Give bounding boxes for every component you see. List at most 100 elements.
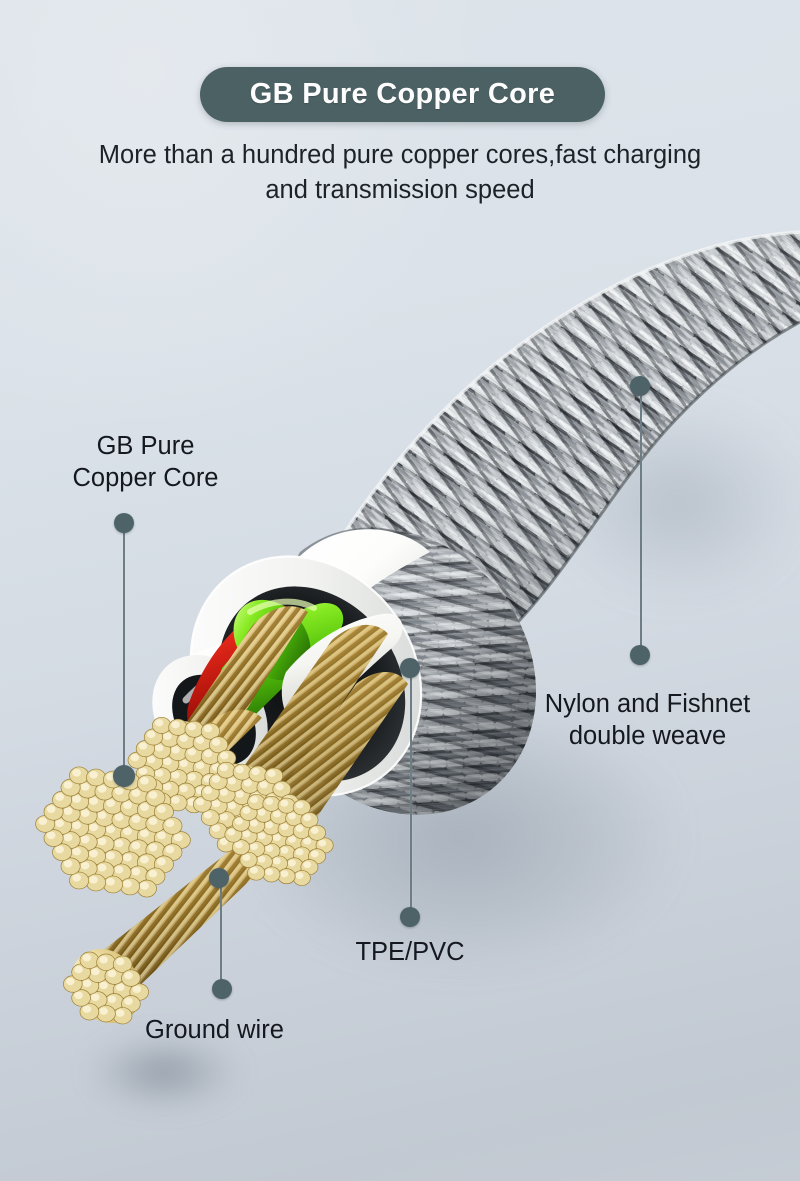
copper-strand-highlight [171,721,180,729]
copper-strand-highlight [97,785,107,793]
copper-strand-highlight [211,738,221,746]
copper-strand-highlight [251,767,260,776]
callout-label-ground-wire: Ground wire [145,1016,284,1044]
copper-strand-highlight [63,781,73,789]
callout-label-tpe-pvc: TPE/PVC [355,938,465,966]
copper-strand-highlight [139,776,149,785]
copper-strand-highlight [187,748,196,756]
copper-strand-highlight [124,971,133,980]
copper-strand-highlight [219,788,228,796]
copper-strand-highlight [173,833,183,842]
copper-strand-highlight [272,810,281,818]
copper-strand-highlight [97,811,107,820]
copper-strand-highlight [318,839,327,847]
copper-strand-highlight [288,812,296,820]
copper-strand-highlight [123,801,132,809]
copper-strand-highlight [106,825,115,834]
copper-strand-highlight [55,793,65,801]
copper-strand-highlight [280,846,289,854]
copper-strand-highlight [114,787,124,795]
copper-strand-highlight [163,757,172,766]
copper-strand-highlight [139,803,149,811]
copper-strand-highlight [72,821,82,830]
copper-strand-highlight [250,843,258,851]
copper-strand-highlight [242,830,251,838]
copper-strand-highlight [72,873,82,882]
copper-strand-highlight [99,955,108,964]
copper-strand-highlight [131,867,141,876]
copper-strand-highlight [219,838,228,846]
copper-strand-highlight [154,769,164,777]
copper-strand-highlight [257,855,266,863]
copper-strand-highlight [234,841,243,849]
copper-strand-highlight [99,981,108,990]
copper-strand-highlight [107,995,117,1003]
copper-strand-highlight [138,767,148,775]
copper-strand-highlight [72,847,82,856]
copper-strand-highlight [234,817,243,825]
copper-strand-highlight [187,723,196,731]
copper-strand-highlight [203,724,213,733]
copper-strand-highlight [257,832,266,840]
callout-dot-label-ground-wire [212,979,232,999]
copper-strand-highlight [303,837,312,845]
copper-strand-highlight [235,766,244,774]
copper-strand-highlight [106,799,115,807]
copper-strand-highlight [115,957,125,966]
copper-strand-highlight [250,866,258,874]
copper-strand-highlight [55,845,65,854]
copper-strand-highlight [179,784,188,793]
copper-strand-highlight [250,819,258,827]
copper-strand-highlight [171,796,180,804]
copper-strand-highlight [80,835,90,844]
callout-label-gb-pure-copper-core: GB Pure Copper Core [72,432,219,492]
copper-strand-highlight [295,848,304,856]
copper-strand-highlight [211,775,221,783]
copper-strand-highlight [265,797,274,805]
copper-strand-highlight [156,857,166,866]
copper-strand-highlight [74,965,83,974]
copper-strand-highlight [131,841,141,850]
copper-strand-highlight [89,823,98,832]
copper-strand-highlight [80,809,90,818]
callout-leader-line [410,678,412,910]
copper-strand-highlight [80,783,90,791]
copper-strand-highlight [38,817,48,826]
callout-dot-anchor-ground-wire [209,868,229,888]
callout-dot-label-gb-pure-copper-core [114,513,134,533]
copper-strand-highlight [114,839,124,848]
copper-strand-highlight [115,1009,125,1017]
copper-strand-highlight [227,828,236,836]
copper-strand-highlight [114,865,124,874]
copper-strand-highlight [195,761,205,770]
copper-strand-highlight [55,819,65,828]
copper-strand-highlight [242,807,251,814]
copper-strand-highlight [203,786,213,795]
copper-strand-highlight [156,831,166,840]
copper-strand-highlight [219,752,229,760]
copper-strand-highlight [89,770,98,779]
subtitle-text: More than a hundred pure copper cores,fa… [98,141,702,204]
copper-strand-highlight [114,813,124,822]
copper-strand-highlight [82,979,92,988]
copper-strand-highlight [259,781,268,789]
copper-strand-highlight [165,845,175,854]
copper-strand-highlight [219,813,228,821]
copper-strand-highlight [227,777,236,785]
callout-label-nylon-and-fishnet-double-weave: Nylon and Fishnet double weave [544,690,751,750]
copper-strand-highlight [63,807,73,815]
callout-dot-label-nylon-and-fishnet-double-weave [630,645,650,665]
copper-strand-highlight [148,869,158,878]
copper-strand-highlight [123,879,132,888]
copper-strand-highlight [97,837,107,846]
copper-strand-highlight [138,742,148,750]
copper-strand-highlight [310,850,319,858]
copper-strand-highlight [303,861,312,869]
copper-strand-highlight [123,827,132,836]
copper-strand-highlight [267,769,276,778]
copper-strand-highlight [46,805,56,813]
callout-dot-label-tpe-pvc [400,907,420,927]
copper-strand-highlight [295,872,304,880]
